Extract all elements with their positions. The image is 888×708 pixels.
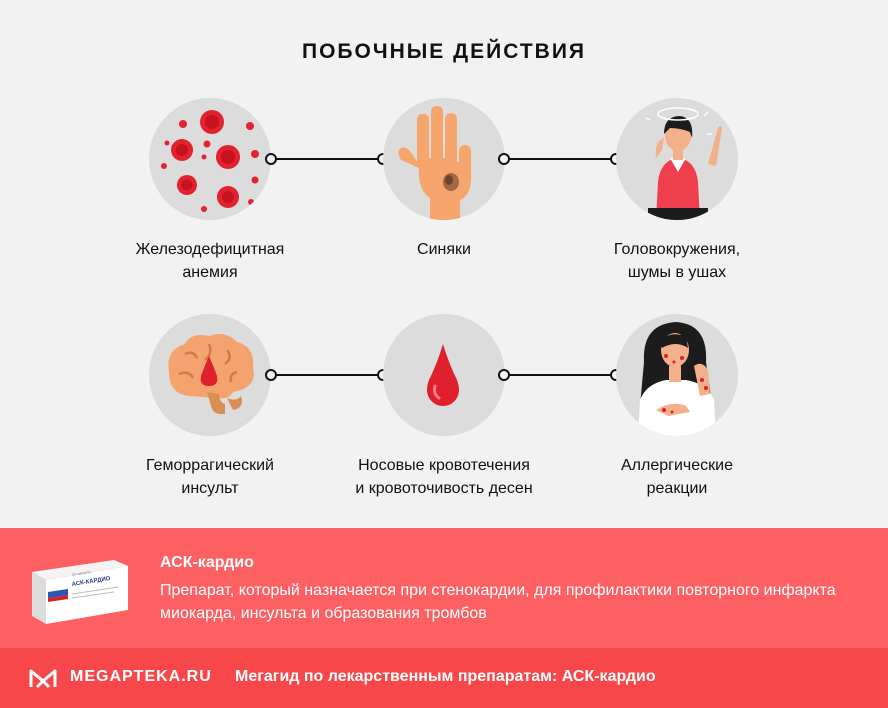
blood-cells-icon	[149, 98, 271, 220]
effect-label-dizziness: Головокружения,шумы в ушах	[613, 241, 741, 281]
blood-drop-icon	[383, 314, 505, 436]
page-title: ПОБОЧНЫЕ ДЕЙСТВИЯ	[301, 40, 587, 63]
brain-bleed-icon	[149, 314, 271, 436]
bruised-hand-icon	[383, 98, 505, 220]
drug-info-band: АСК-КАРДИО 30 таблеток АСК-кардио Препар…	[0, 528, 888, 648]
effect-label-bruises: Синяки	[417, 241, 471, 258]
dizzy-woman-icon	[616, 98, 738, 220]
drug-name: АСК-кардио	[160, 554, 254, 571]
footer-caption: Мегагид по лекарственным препаратам: АСК…	[235, 668, 656, 685]
connector-line	[265, 153, 389, 165]
connector-line	[498, 153, 622, 165]
allergic-woman-icon	[616, 314, 738, 436]
effects-row-2	[0, 314, 888, 444]
connector-line	[498, 369, 622, 381]
connector-line	[265, 369, 389, 381]
drug-package-image: АСК-КАРДИО 30 таблеток	[28, 552, 132, 626]
brand-name[interactable]: MEGAPTEKA.RU	[70, 668, 212, 685]
megapteka-logo-icon	[29, 669, 57, 689]
drug-description: Препарат, который назначается при стенок…	[160, 582, 836, 622]
footer-band: MEGAPTEKA.RU Мегагид по лекарственным пр…	[0, 648, 888, 708]
effects-row-1	[0, 98, 888, 228]
svg-text:30 таблеток: 30 таблеток	[72, 570, 92, 577]
